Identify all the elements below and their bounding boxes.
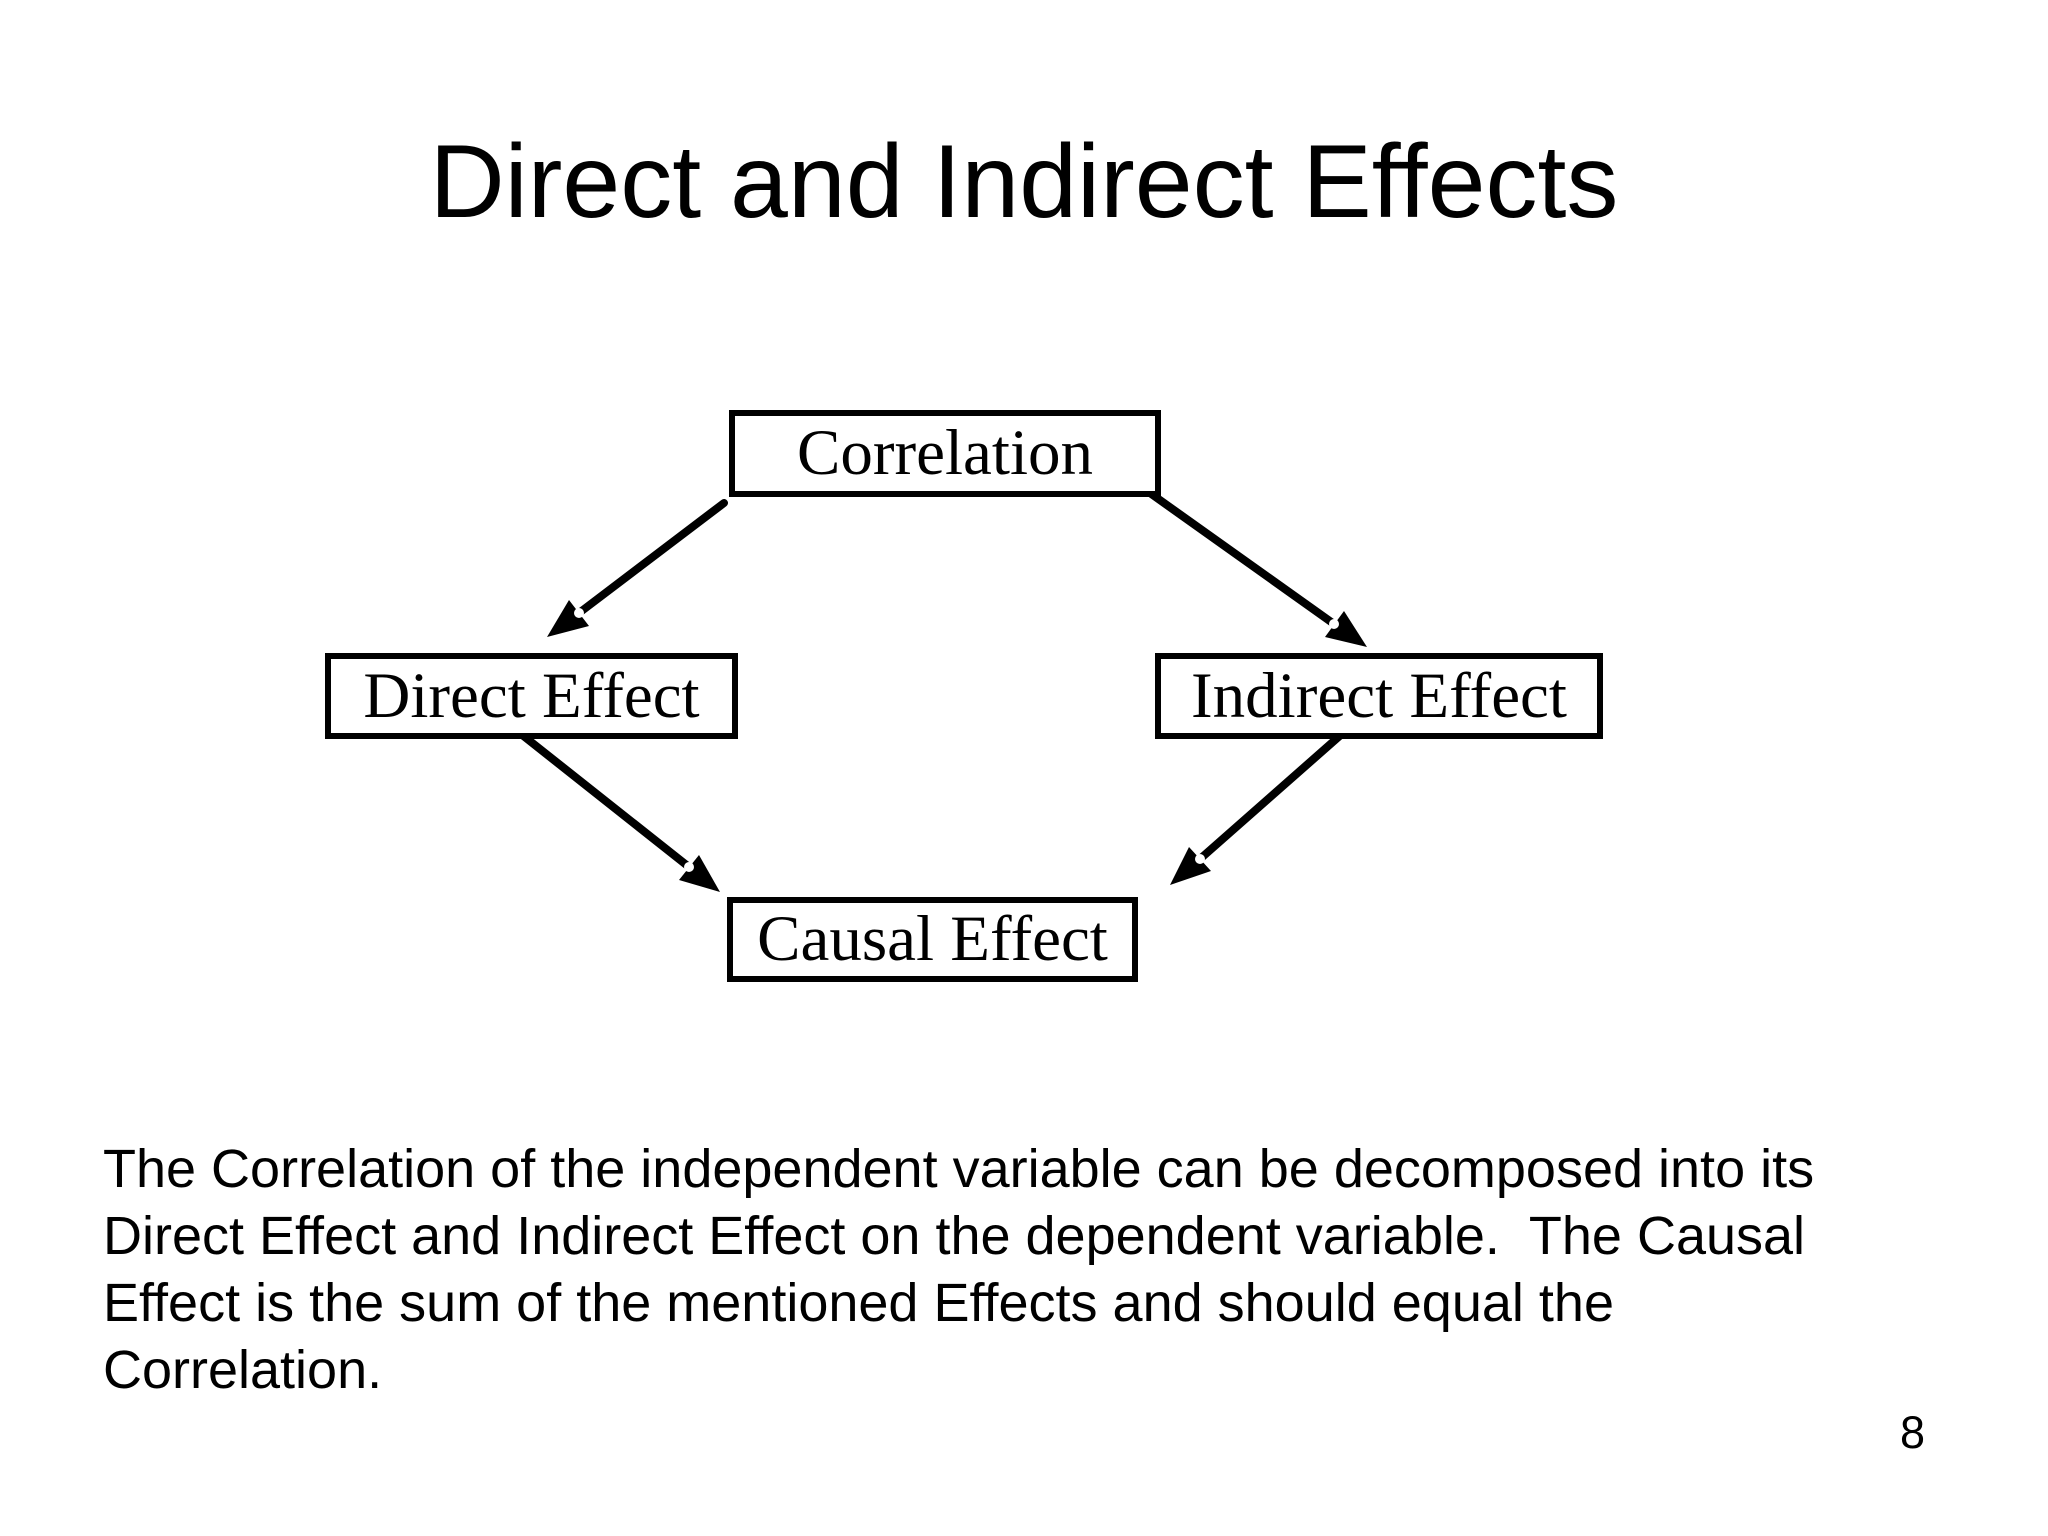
body-paragraph-line: Correlation. bbox=[103, 1340, 383, 1400]
arrow-direct-effect-to-causal-effect bbox=[517, 730, 720, 892]
node-causal-effect: Causal Effect bbox=[727, 897, 1138, 982]
body-paragraph-line: Effect is the sum of the mentioned Effec… bbox=[103, 1273, 1614, 1333]
body-paragraph: The Correlation of the independent varia… bbox=[103, 1136, 1973, 1404]
node-direct-effect-label: Direct Effect bbox=[363, 659, 700, 732]
arrow-indirect-effect-to-causal-effect bbox=[1170, 729, 1347, 885]
body-paragraph-line: The Correlation of the independent varia… bbox=[103, 1139, 1815, 1199]
node-direct-effect: Direct Effect bbox=[325, 653, 738, 739]
node-correlation-label: Correlation bbox=[796, 417, 1094, 489]
slide-title: Direct and Indirect Effects bbox=[429, 124, 1619, 240]
node-correlation: Correlation bbox=[729, 410, 1161, 497]
body-paragraph-line: Direct Effect and Indirect Effect on the… bbox=[103, 1206, 1806, 1266]
arrow-correlation-to-indirect-effect bbox=[1146, 489, 1367, 647]
node-indirect-effect: Indirect Effect bbox=[1155, 653, 1603, 739]
arrow-correlation-to-direct-effect bbox=[547, 499, 728, 637]
node-causal-effect-label: Causal Effect bbox=[757, 903, 1108, 975]
node-indirect-effect-label: Indirect Effect bbox=[1191, 659, 1567, 732]
page-number: 8 bbox=[1900, 1407, 1926, 1458]
